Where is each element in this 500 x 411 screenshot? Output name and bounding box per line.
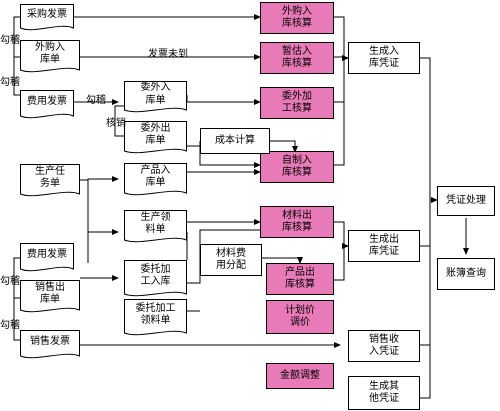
cost-calc-box[interactable]: 成本计算 [200, 128, 270, 154]
product-issue-calc-box[interactable]: 产品出库核算 [266, 263, 334, 295]
expense-invoice-doc-top[interactable]: 费用发票 [20, 90, 74, 120]
gen-out-voucher-label: 生成出库凭证 [369, 233, 399, 258]
expense-invoice-bottom-label: 费用发票 [27, 248, 67, 260]
consign-pick-label: 委托加工领料单 [135, 302, 176, 327]
consign-in-label: 委托加工入库 [140, 263, 171, 288]
sales-out-label: 销售出库单 [35, 281, 65, 306]
production-pick-doc[interactable]: 生产领料单 [124, 210, 187, 244]
subcontract-out-doc[interactable]: 委外出库单 [124, 121, 187, 155]
material-cost-alloc-label: 材料费用分配 [216, 247, 246, 272]
self-made-receipt-calc-box[interactable]: 自制入库核算 [260, 151, 334, 183]
material-issue-calc-label: 材料出库核算 [282, 209, 312, 234]
subcontract-process-calc-label: 委外加工核算 [282, 90, 312, 115]
material-cost-alloc-box[interactable]: 材料费用分配 [200, 244, 262, 276]
expense-invoice-doc-bottom[interactable]: 费用发票 [20, 243, 74, 273]
plan-price-adjust-label: 计划价调价 [285, 304, 315, 329]
ledger-query-box[interactable]: 账簿查询 [437, 258, 495, 290]
check-label-1: 勾稽 [0, 35, 20, 46]
product-receipt-doc[interactable]: 产品入库单 [124, 163, 187, 197]
material-issue-calc-box[interactable]: 材料出库核算 [260, 206, 334, 238]
product-issue-calc-label: 产品出库核算 [285, 266, 315, 291]
gen-in-voucher-box[interactable]: 生成入库凭证 [348, 42, 420, 74]
sales-invoice-label: 销售发票 [30, 335, 70, 347]
verify-label: 核销 [106, 118, 126, 129]
subcontract-process-calc-box[interactable]: 委外加工核算 [260, 87, 334, 119]
ledger-query-label: 账簿查询 [446, 267, 486, 279]
expense-invoice-top-label: 费用发票 [27, 95, 67, 107]
product-receipt-label: 产品入库单 [140, 164, 171, 189]
outsource-receipt-label: 外购入库单 [35, 41, 65, 66]
amount-adjust-box[interactable]: 金额调整 [266, 363, 334, 389]
outsource-receipt-doc[interactable]: 外购入库单 [20, 40, 80, 74]
subcontract-out-label: 委外出库单 [140, 122, 171, 147]
sales-revenue-voucher-box[interactable]: 销售收入凭证 [348, 330, 420, 362]
check-label-2: 勾稽 [0, 77, 20, 88]
check-label-5: 勾稽 [0, 320, 20, 331]
gen-out-voucher-box[interactable]: 生成出库凭证 [348, 230, 420, 262]
purchase-invoice-doc[interactable]: 采购发票 [20, 4, 74, 32]
subcontract-in-label: 委外入库单 [140, 82, 171, 106]
estimated-receipt-calc-box[interactable]: 暂估入库核算 [260, 42, 334, 74]
production-task-label: 生产任务单 [35, 165, 65, 190]
plan-price-adjust-box[interactable]: 计划价调价 [266, 300, 334, 334]
voucher-process-label: 凭证处理 [446, 194, 486, 206]
estimated-receipt-calc-label: 暂估入库核算 [282, 45, 312, 70]
subcontract-in-doc[interactable]: 委外入库单 [124, 81, 187, 114]
outsource-receipt-calc-label: 外购入库核算 [282, 5, 312, 30]
outsource-receipt-calc-box[interactable]: 外购入库核算 [260, 2, 334, 34]
consign-pick-doc[interactable]: 委托加工领料单 [124, 299, 187, 337]
purchase-invoice-label: 采购发票 [27, 8, 67, 20]
amount-adjust-label: 金额调整 [280, 369, 320, 381]
gen-in-voucher-label: 生成入库凭证 [369, 45, 399, 70]
sales-revenue-voucher-label: 销售收入凭证 [369, 333, 399, 358]
cost-calc-label: 成本计算 [215, 134, 255, 146]
sales-invoice-doc[interactable]: 销售发票 [20, 330, 80, 360]
other-voucher-box[interactable]: 生成其他凭证 [348, 376, 420, 410]
check-label-4: 勾稽 [0, 276, 20, 287]
check-label-3: 勾稽 [86, 95, 106, 106]
production-task-doc[interactable]: 生产任务单 [20, 164, 80, 198]
consign-in-doc[interactable]: 委托加工入库 [124, 260, 187, 298]
other-voucher-label: 生成其他凭证 [369, 380, 399, 405]
sales-out-doc[interactable]: 销售出库单 [20, 280, 80, 314]
production-pick-label: 生产领料单 [140, 211, 171, 236]
voucher-process-box[interactable]: 凭证处理 [437, 186, 495, 216]
self-made-receipt-calc-label: 自制入库核算 [282, 154, 312, 179]
invoice-arrived-label: 发票未到 [148, 49, 188, 60]
